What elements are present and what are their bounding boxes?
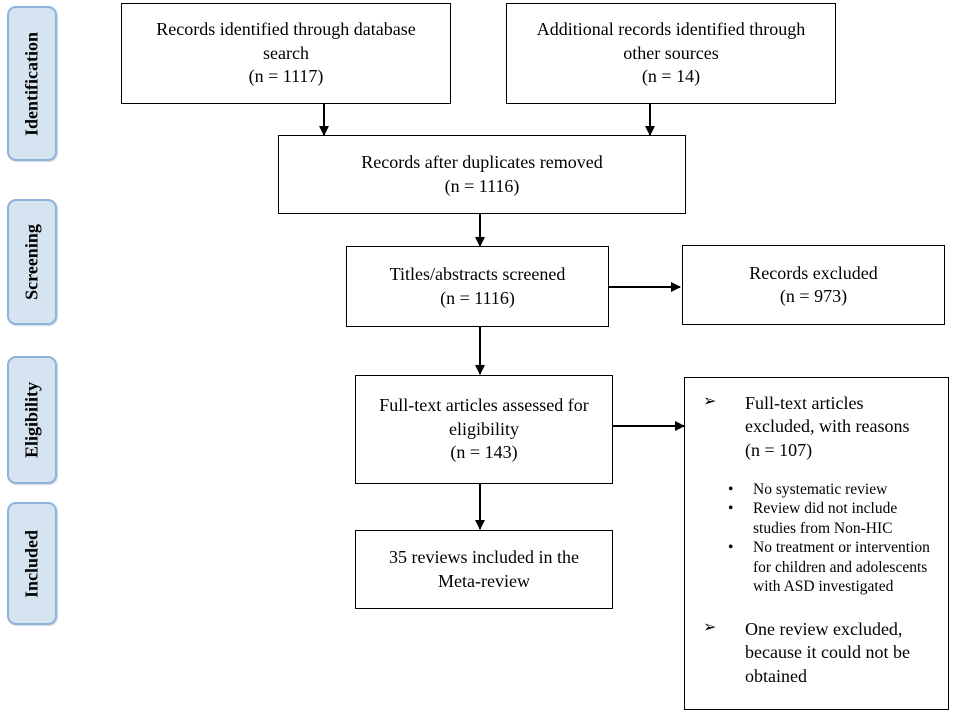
- stage-screening: Screening: [7, 199, 57, 325]
- box-included: 35 reviews included in the Meta-review: [355, 530, 613, 609]
- excluded-footer-line3: obtained: [745, 665, 807, 686]
- fulltext-line2: eligibility: [449, 418, 519, 439]
- excluded-line1: Records excluded: [749, 262, 878, 283]
- box-database-search: Records identified through database sear…: [121, 3, 451, 104]
- reason-text: No systematic review: [753, 481, 888, 498]
- excluded-footer-line2: because it could not be: [745, 642, 910, 663]
- box-titles-screened: Titles/abstracts screened (n = 1116): [346, 246, 609, 327]
- box-records-excluded: Records excluded (n = 973): [682, 245, 945, 325]
- excluded-heading-line1: Full-text articles: [745, 393, 864, 413]
- excluded-count: (n = 973): [779, 286, 848, 306]
- exclusion-reasons-list: • No systematic review • Review did not …: [725, 480, 940, 596]
- bullet-icon: •: [728, 539, 734, 557]
- dedup-line1: Records after duplicates removed: [361, 152, 603, 173]
- excluded-heading-count: (n = 107): [745, 439, 813, 460]
- fulltext-line1: Full-text articles assessed for: [379, 395, 589, 416]
- stage-identification: Identification: [7, 6, 57, 161]
- other-line1: Additional records identified through: [536, 19, 806, 40]
- excluded-heading-line2: excluded, with reasons: [745, 416, 910, 437]
- box-other-sources: Additional records identified through ot…: [506, 3, 836, 104]
- arrow-bullet-icon: ➢: [703, 619, 717, 636]
- stage-included: Included: [7, 502, 57, 625]
- arrow-bullet-icon: ➢: [703, 393, 717, 410]
- excluded-heading: ➢ Full-text articles excluded, with reas…: [703, 392, 933, 462]
- other-line2: other sources: [623, 42, 719, 63]
- exclusion-reason: • No treatment or intervention for child…: [725, 538, 940, 596]
- database-line1: Records identified through database: [156, 19, 416, 40]
- exclusion-reason: • No systematic review: [725, 480, 940, 499]
- exclusion-reason: • Review did not include studies from No…: [725, 499, 940, 538]
- box-fulltext-excluded: ➢ Full-text articles excluded, with reas…: [684, 377, 949, 710]
- included-line1: 35 reviews included in the: [389, 547, 579, 568]
- excluded-footer-line1: One review excluded,: [745, 619, 903, 639]
- bullet-icon: •: [728, 481, 734, 498]
- database-line2: search: [263, 42, 309, 63]
- screened-count: (n = 1116): [440, 287, 515, 308]
- bullet-icon: •: [728, 500, 734, 518]
- stage-eligibility: Eligibility: [7, 356, 57, 484]
- other-count: (n = 14): [641, 66, 701, 87]
- reason-text: Review did not include studies from Non-…: [753, 500, 898, 537]
- fulltext-count: (n = 143): [450, 442, 518, 463]
- dedup-count: (n = 1116): [444, 175, 520, 196]
- reason-text: No treatment or intervention for childre…: [753, 539, 930, 595]
- screened-line1: Titles/abstracts screened: [389, 264, 566, 285]
- box-fulltext-assessed: Full-text articles assessed for eligibil…: [355, 375, 613, 484]
- database-count: (n = 1117): [248, 66, 324, 87]
- included-line2: Meta-review: [438, 570, 530, 591]
- box-duplicates-removed: Records after duplicates removed (n = 11…: [278, 135, 686, 214]
- excluded-footer: ➢ One review excluded, because it could …: [703, 618, 933, 688]
